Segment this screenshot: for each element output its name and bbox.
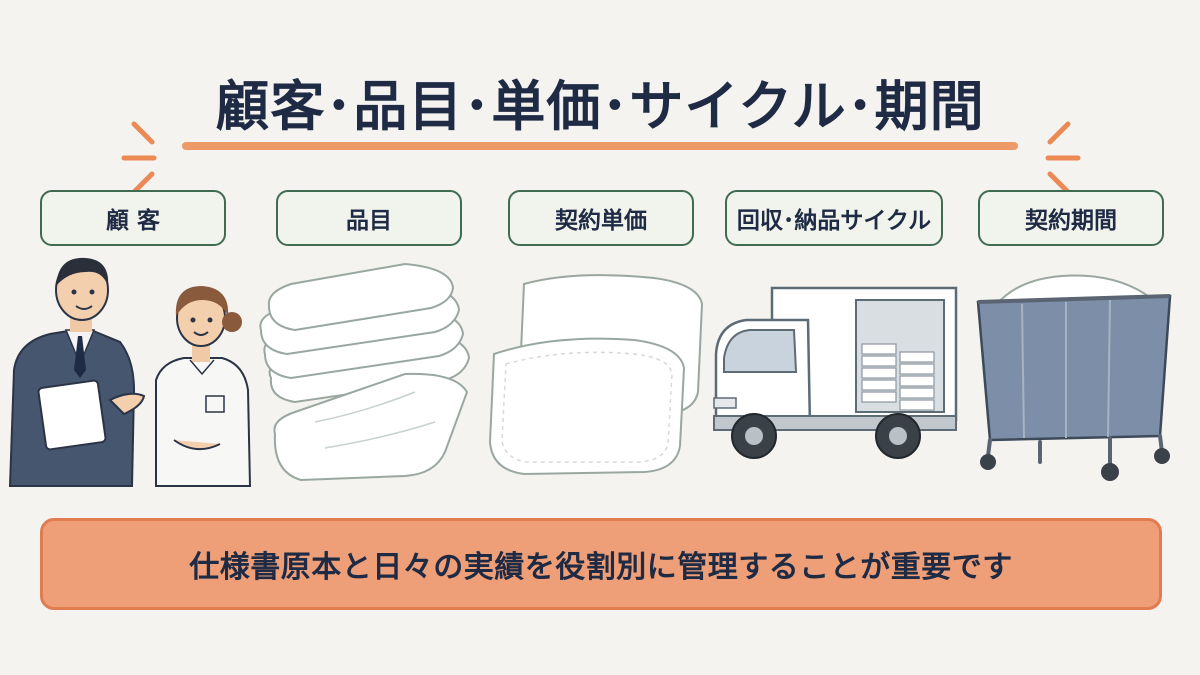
- laundry-cart-illustration: [976, 274, 1172, 481]
- customer-people-illustration: [8, 257, 252, 487]
- page-title: 顧客･品目･単価･サイクル･期間: [215, 75, 985, 138]
- title-area: 顧客･品目･単価･サイクル･期間: [0, 58, 1200, 195]
- category-label: 顧 客: [105, 208, 160, 234]
- category-pill-item: 品目: [276, 190, 462, 246]
- summary-banner-text: 仕様書原本と日々の実績を役割別に管理することが重要です: [189, 550, 1013, 585]
- accent-sparks-left-icon: [121, 121, 157, 195]
- category-pill-cycle: 回収･納品サイクル: [725, 190, 943, 246]
- title-underline: [182, 142, 1018, 150]
- folded-towels-illustration: [259, 262, 471, 482]
- accent-sparks-right-icon: [1045, 121, 1081, 195]
- category-label: 契約期間: [1025, 208, 1117, 234]
- category-pill-unit-price: 契約単価: [508, 190, 694, 246]
- category-label: 契約単価: [555, 208, 647, 234]
- nurse-figure: [155, 286, 252, 487]
- category-pill-period: 契約期間: [978, 190, 1164, 246]
- category-pill-customer: 顧 客: [40, 190, 226, 246]
- category-label: 回収･納品サイクル: [736, 208, 932, 234]
- pillows-illustration: [488, 274, 704, 476]
- delivery-truck-illustration: [713, 286, 958, 459]
- businessman-figure: [8, 257, 146, 487]
- summary-banner: 仕様書原本と日々の実績を役割別に管理することが重要です: [40, 518, 1162, 610]
- category-label: 品目: [346, 208, 392, 234]
